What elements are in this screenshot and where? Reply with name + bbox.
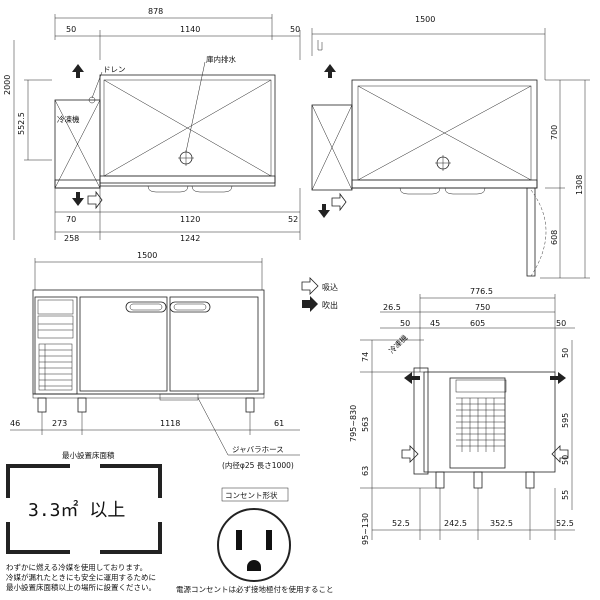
dim-1120: 1120 — [180, 215, 200, 224]
dim-776-5: 776.5 — [470, 287, 493, 296]
dim-50-side-2: 50 — [556, 319, 566, 328]
legend-exhaust: 吹出 — [322, 300, 338, 310]
dim-61: 61 — [274, 419, 284, 428]
suction-arrow-icon-4 — [551, 445, 569, 463]
plan-view-left: 878 50 1140 2000 552.5 庫内排水 ド — [3, 7, 301, 243]
plan-view-right: 1500 50 700 1308 608 — [290, 15, 590, 279]
dim-50-side: 50 — [400, 319, 410, 328]
dim-258: 258 — [64, 234, 79, 243]
dim-700: 700 — [550, 125, 559, 140]
area-note-1: わずかに燃える冷媒を使用しております。 — [6, 562, 147, 572]
dim-50-right-side: 50 — [561, 348, 570, 358]
dim-750: 750 — [475, 303, 490, 312]
front-view: 1500 — [10, 251, 300, 470]
dim-795-830: 795~830 — [349, 405, 358, 442]
dim-74: 74 — [361, 352, 370, 362]
dim-595: 595 — [561, 413, 570, 428]
dim-1308: 1308 — [575, 175, 584, 195]
exhaust-arrow-icon-4 — [318, 204, 330, 218]
area-note-2: 冷媒が漏れたときにも安全に運用するために — [6, 572, 156, 582]
dim-45: 45 — [430, 319, 440, 328]
hose-label: ジャバラホース — [232, 445, 284, 454]
outlet-title: コンセント形状 — [225, 490, 278, 500]
outlet-icon — [217, 508, 291, 582]
exhaust-arrow-icon-6 — [550, 372, 566, 384]
outlet-section: コンセント形状 電源コンセントは必ず接地極付を使用すること — [176, 487, 334, 594]
dim-63: 63 — [361, 466, 370, 476]
dim-52-5-right: 52.5 — [556, 519, 574, 528]
exhaust-arrow-icon-3 — [324, 64, 336, 78]
dim-1140: 1140 — [180, 25, 200, 34]
dim-2000: 2000 — [3, 75, 12, 95]
area-note-3: 最小設置床面積以上の場所に設置ください。 — [6, 582, 156, 592]
dim-242-5: 242.5 — [444, 519, 467, 528]
dim-52: 52 — [288, 215, 298, 224]
suction-legend-icon — [301, 277, 319, 295]
legend-suction: 吸込 — [322, 283, 338, 292]
label-freezer: 冷凍機 — [57, 114, 80, 124]
dim-1118: 1118 — [160, 419, 180, 428]
exhaust-arrow-icon — [72, 64, 84, 78]
side-grille — [456, 397, 505, 452]
hose-spec: (内径φ25 長さ1000) — [222, 460, 294, 470]
dim-95-130: 95~130 — [361, 513, 370, 545]
dim-563: 563 — [361, 417, 370, 432]
area-value: 3.3㎡ 以上 — [28, 499, 125, 521]
label-drain: ドレン — [103, 65, 126, 74]
dim-608: 608 — [550, 230, 559, 245]
dim-352-5: 352.5 — [490, 519, 513, 528]
dim-50-right: 50 — [290, 25, 300, 34]
exhaust-legend-icon — [302, 296, 318, 312]
area-title: 最小設置床面積 — [62, 450, 115, 460]
exhaust-arrow-icon-2 — [72, 192, 84, 206]
side-freezer-label: 冷凍機 — [386, 332, 409, 355]
suction-arrow-icon-3 — [401, 445, 419, 463]
dim-273: 273 — [52, 419, 67, 428]
dim-55: 55 — [561, 490, 570, 500]
dim-878: 878 — [148, 7, 163, 16]
dim-1500-front: 1500 — [137, 251, 157, 260]
dim-552-5: 552.5 — [17, 112, 26, 135]
dim-1500: 1500 — [415, 15, 435, 24]
suction-arrow-icon-2 — [331, 192, 347, 212]
dim-1242: 1242 — [180, 234, 200, 243]
dim-70: 70 — [66, 215, 76, 224]
outlet-caption: 電源コンセントは必ず接地極付を使用すること — [176, 584, 334, 594]
dim-50: 50 — [66, 25, 76, 34]
legend: 吸込 吹出 — [301, 277, 338, 312]
dim-46: 46 — [10, 419, 20, 428]
dim-50-right-side-2: 50 — [561, 455, 570, 465]
exhaust-arrow-icon-5 — [404, 372, 420, 384]
label-drain-inside: 庫内排水 — [206, 54, 236, 64]
side-view: 776.5 26.5 750 50 45 605 50 — [349, 287, 575, 545]
suction-arrow-icon — [87, 190, 103, 210]
dim-26-5: 26.5 — [383, 303, 401, 312]
min-floor-area: 最小設置床面積 3.3㎡ 以上 わずかに燃える冷媒を使用しております。 冷媒が漏… — [6, 450, 162, 592]
dim-605: 605 — [470, 319, 485, 328]
front-grille — [39, 344, 72, 390]
dim-52-5: 52.5 — [392, 519, 410, 528]
